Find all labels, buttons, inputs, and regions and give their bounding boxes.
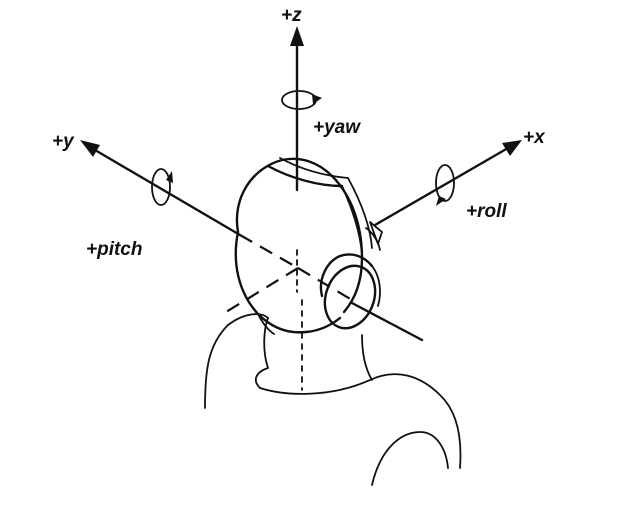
x-axis-label: +x [523, 127, 545, 148]
roll-label: +roll [466, 201, 507, 222]
y-axis-label: +y [52, 131, 74, 152]
pitch-label: +pitch [86, 239, 143, 260]
y-axis [80, 140, 299, 269]
z-axis [290, 26, 304, 391]
yaw-label: +yaw [313, 117, 361, 138]
x-axis [373, 140, 522, 227]
roll-axis-lower [225, 267, 424, 342]
yaw-rotation-icon [281, 90, 322, 110]
z-axis-arrowhead [290, 26, 304, 46]
earpiece [319, 253, 381, 330]
head-outline [234, 157, 383, 335]
roll-rotation-icon [435, 164, 455, 206]
x-axis-arrowhead [502, 140, 522, 156]
y-axis-arrowhead [80, 140, 100, 157]
pitch-rotation-icon [151, 168, 173, 206]
z-axis-label: +z [281, 5, 302, 26]
